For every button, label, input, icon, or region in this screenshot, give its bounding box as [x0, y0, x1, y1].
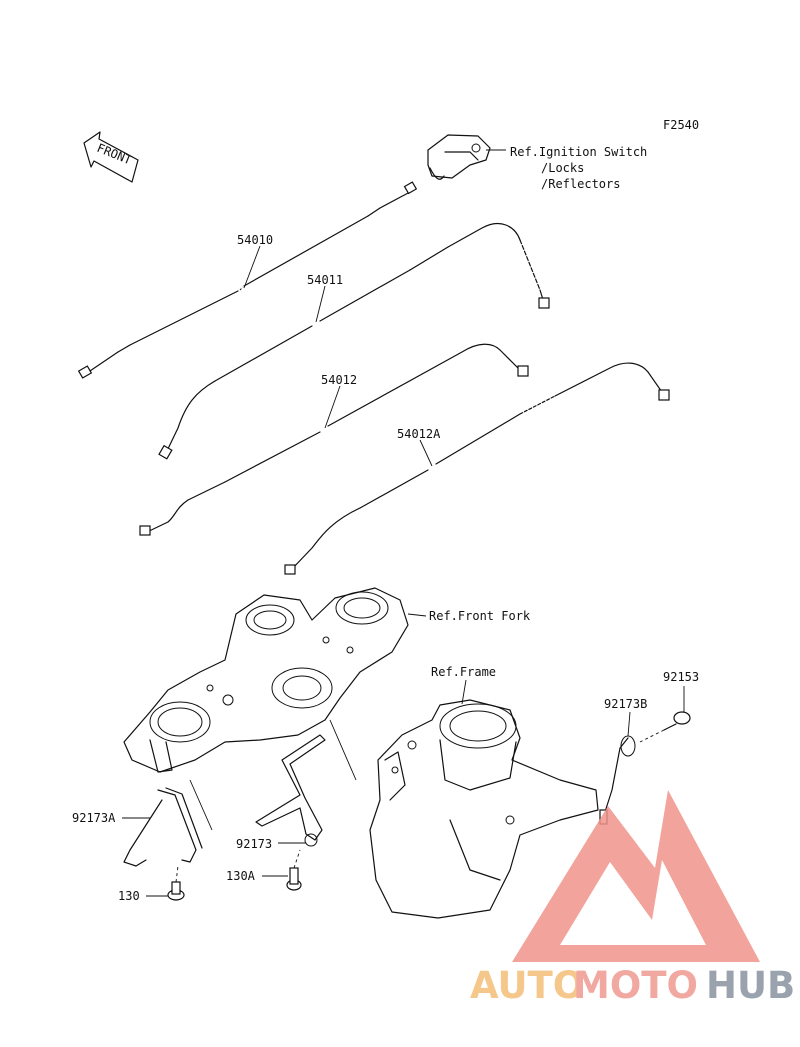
ref-locks: /Locks	[541, 161, 584, 175]
cable-54011	[158, 223, 550, 460]
label-54012: 54012	[321, 373, 357, 387]
label-92173: 92173	[236, 837, 272, 851]
watermark-word-hub: HUB	[706, 964, 795, 1007]
watermark-inner-triangle	[560, 860, 706, 945]
cable-54012a	[284, 362, 670, 575]
watermark-logo-icon	[512, 790, 760, 962]
front-arrow-label: FRONT	[95, 141, 134, 168]
bolt-130	[167, 865, 185, 901]
ref-reflectors: /Reflectors	[541, 177, 620, 191]
ref-frame: Ref.Frame	[431, 665, 496, 679]
label-54011: 54011	[307, 273, 343, 287]
watermark-outer-triangle	[512, 790, 760, 962]
bracket-92173	[255, 734, 326, 847]
diagram-code: F2540	[663, 118, 699, 132]
ref-front-fork: Ref.Front Fork	[429, 609, 531, 623]
bolt-130a	[286, 849, 302, 891]
label-54012a: 54012A	[397, 427, 441, 441]
ignition-bracket	[427, 134, 491, 180]
bolt-92153	[639, 711, 691, 743]
watermark-word-moto: MOTO	[573, 964, 698, 1007]
label-92173a: 92173A	[72, 811, 116, 825]
front-arrow-icon: FRONT	[83, 131, 139, 183]
label-130a: 130A	[226, 869, 256, 883]
watermark-word-auto: AUTO	[470, 964, 584, 1007]
label-92173b: 92173B	[604, 697, 647, 711]
ref-ignition-switch: Ref.Ignition Switch	[510, 145, 647, 159]
cable-54010	[77, 181, 418, 379]
cable-54012	[139, 343, 529, 536]
leader-lines	[122, 149, 685, 897]
bracket-92173a	[123, 787, 203, 867]
frame-head	[369, 699, 599, 919]
upper-triple-clamp	[123, 587, 409, 773]
label-92153: 92153	[663, 670, 699, 684]
label-54010: 54010	[237, 233, 273, 247]
label-130: 130	[118, 889, 140, 903]
